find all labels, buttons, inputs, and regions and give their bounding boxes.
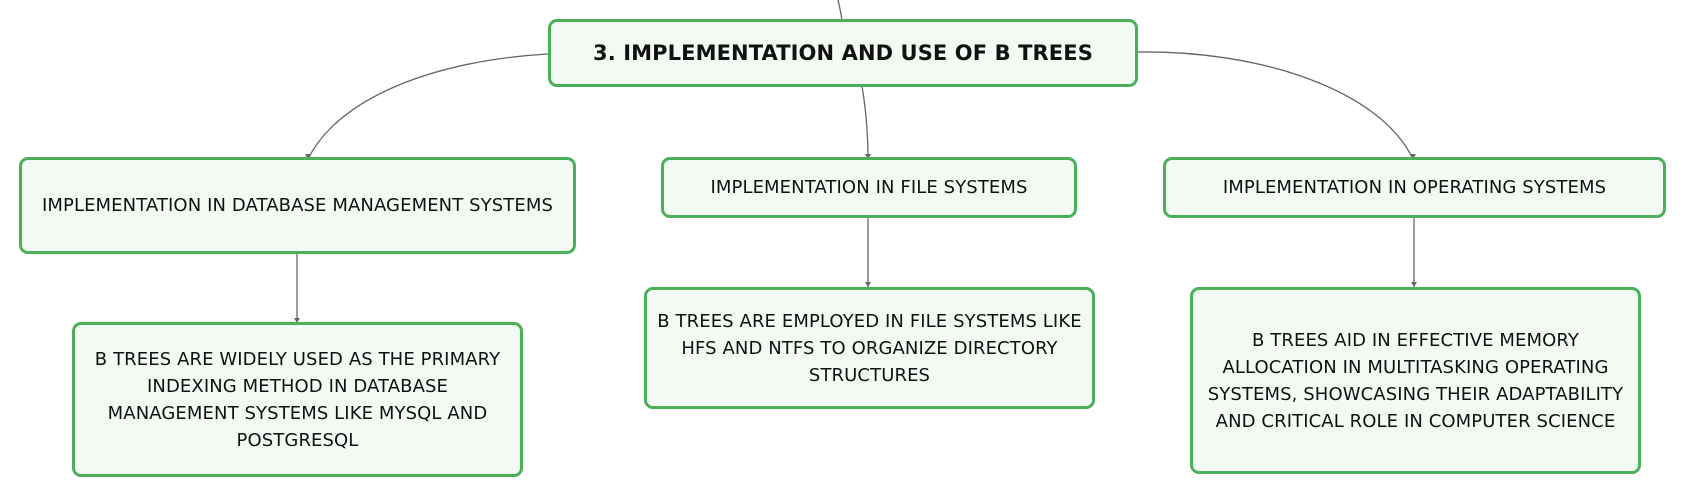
root-node-title: 3. IMPLEMENTATION AND USE OF B TREES <box>593 40 1093 65</box>
branch-node-os[interactable]: IMPLEMENTATION IN OPERATING SYSTEMS <box>1163 157 1666 218</box>
detail-node-database-text: B TREES ARE WIDELY USED AS THE PRIMARY I… <box>94 348 501 451</box>
detail-node-filesystems-text: B TREES ARE EMPLOYED IN FILE SYSTEMS LIK… <box>657 310 1082 386</box>
connector-root-to-os <box>1136 51 1414 160</box>
detail-node-filesystems[interactable]: B TREES ARE EMPLOYED IN FILE SYSTEMS LIK… <box>644 287 1095 409</box>
root-node[interactable]: 3. IMPLEMENTATION AND USE OF B TREES <box>548 19 1138 87</box>
branch-node-filesystems-title: IMPLEMENTATION IN FILE SYSTEMS <box>710 177 1028 198</box>
connector-parent-to-root <box>837 0 843 21</box>
detail-node-database[interactable]: B TREES ARE WIDELY USED AS THE PRIMARY I… <box>72 322 523 477</box>
branch-node-database[interactable]: IMPLEMENTATION IN DATABASE MANAGEMENT SY… <box>19 157 576 254</box>
detail-node-os-text: B TREES AID IN EFFECTIVE MEMORY ALLOCATI… <box>1207 329 1624 432</box>
branch-node-database-title: IMPLEMENTATION IN DATABASE MANAGEMENT SY… <box>41 195 554 216</box>
branch-node-filesystems[interactable]: IMPLEMENTATION IN FILE SYSTEMS <box>661 157 1077 218</box>
connector-root-to-database <box>307 53 549 160</box>
connector-root-to-filesystems <box>861 85 869 160</box>
detail-node-os[interactable]: B TREES AID IN EFFECTIVE MEMORY ALLOCATI… <box>1190 287 1641 474</box>
branch-node-os-title: IMPLEMENTATION IN OPERATING SYSTEMS <box>1222 177 1607 198</box>
